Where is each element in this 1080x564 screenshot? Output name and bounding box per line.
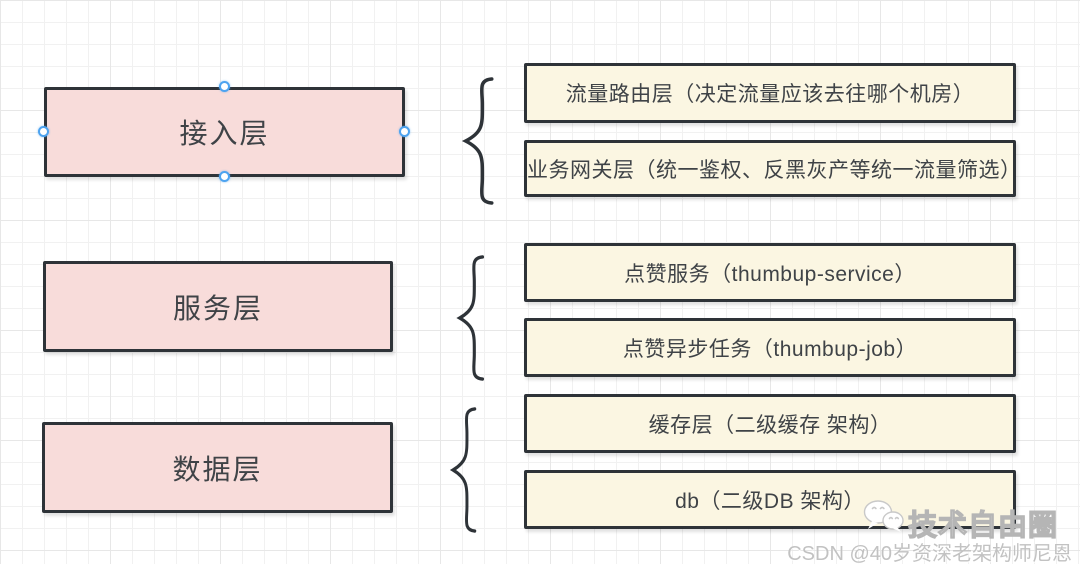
watermark-brand: 技术自由圈 bbox=[907, 509, 1059, 542]
note-shape-thumbup-job[interactable]: 点赞异步任务（thumbup-job） bbox=[524, 318, 1016, 377]
wechat-icon bbox=[863, 500, 904, 532]
brace-service-icon[interactable] bbox=[446, 254, 488, 382]
layer-shape-service[interactable]: 服务层 bbox=[43, 261, 393, 352]
note-label: 流量路由层（决定流量应该去往哪个机房） bbox=[565, 83, 975, 106]
note-label: 缓存层（二级缓存 架构） bbox=[648, 413, 892, 437]
selection-handle-right[interactable] bbox=[399, 126, 410, 137]
watermark-credit: CSDN @40岁资深老架构师尼恩 bbox=[787, 543, 1072, 564]
note-label: 业务网关层（统一鉴权、反黑灰产等统一流量筛选） bbox=[527, 158, 1022, 182]
note-label: 点赞异步任务（thumbup-job） bbox=[622, 337, 918, 361]
selection-handle-top[interactable] bbox=[219, 81, 230, 92]
brace-data-icon[interactable] bbox=[440, 406, 480, 534]
note-shape-business-gateway[interactable]: 业务网关层（统一鉴权、反黑灰产等统一流量筛选） bbox=[524, 140, 1022, 197]
note-shape-thumbup-service[interactable]: 点赞服务（thumbup-service） bbox=[524, 243, 1016, 302]
note-shape-traffic-routing[interactable]: 流量路由层（决定流量应该去往哪个机房） bbox=[524, 63, 1016, 123]
brace-access-icon[interactable] bbox=[450, 76, 498, 206]
note-shape-cache-layer[interactable]: 缓存层（二级缓存 架构） bbox=[524, 394, 1016, 453]
layer-shape-data[interactable]: 数据层 bbox=[42, 422, 393, 513]
layer-shape-label: 服务层 bbox=[172, 292, 263, 324]
layer-shape-label: 数据层 bbox=[172, 453, 263, 485]
note-label: 点赞服务（thumbup-service） bbox=[624, 262, 916, 286]
selection-handle-bottom[interactable] bbox=[219, 171, 230, 182]
note-shape-db-layer[interactable]: db（二级DB 架构） bbox=[524, 470, 1016, 529]
layer-shape-access[interactable]: 接入层 bbox=[44, 87, 405, 177]
selection-handle-left[interactable] bbox=[38, 126, 49, 137]
layer-shape-label: 接入层 bbox=[179, 118, 270, 149]
note-label: db（二级DB 架构） bbox=[675, 489, 865, 513]
